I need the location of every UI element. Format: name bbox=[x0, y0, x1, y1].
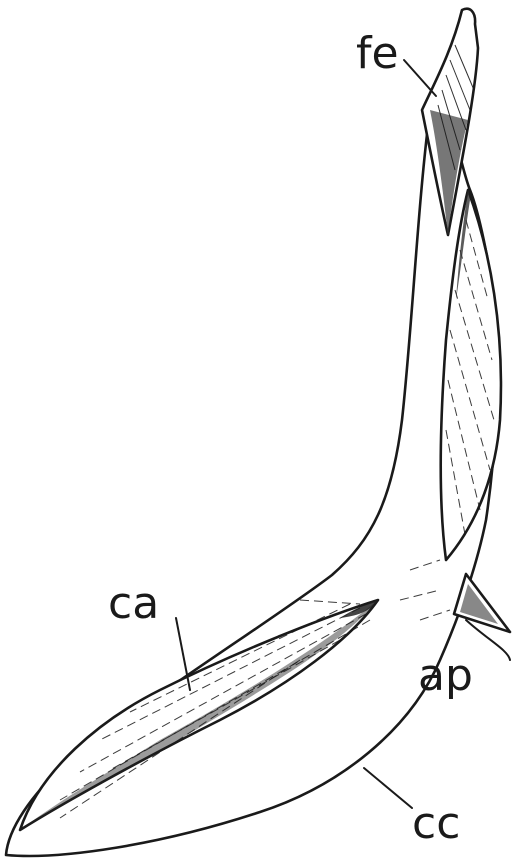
bone-body-outline bbox=[6, 100, 497, 856]
label-fe: fe bbox=[356, 28, 399, 79]
label-ap: ap bbox=[418, 650, 473, 701]
leader-fe bbox=[404, 60, 436, 96]
label-cc: cc bbox=[412, 798, 460, 849]
label-ca: ca bbox=[108, 578, 159, 629]
leader-cc bbox=[364, 768, 412, 808]
